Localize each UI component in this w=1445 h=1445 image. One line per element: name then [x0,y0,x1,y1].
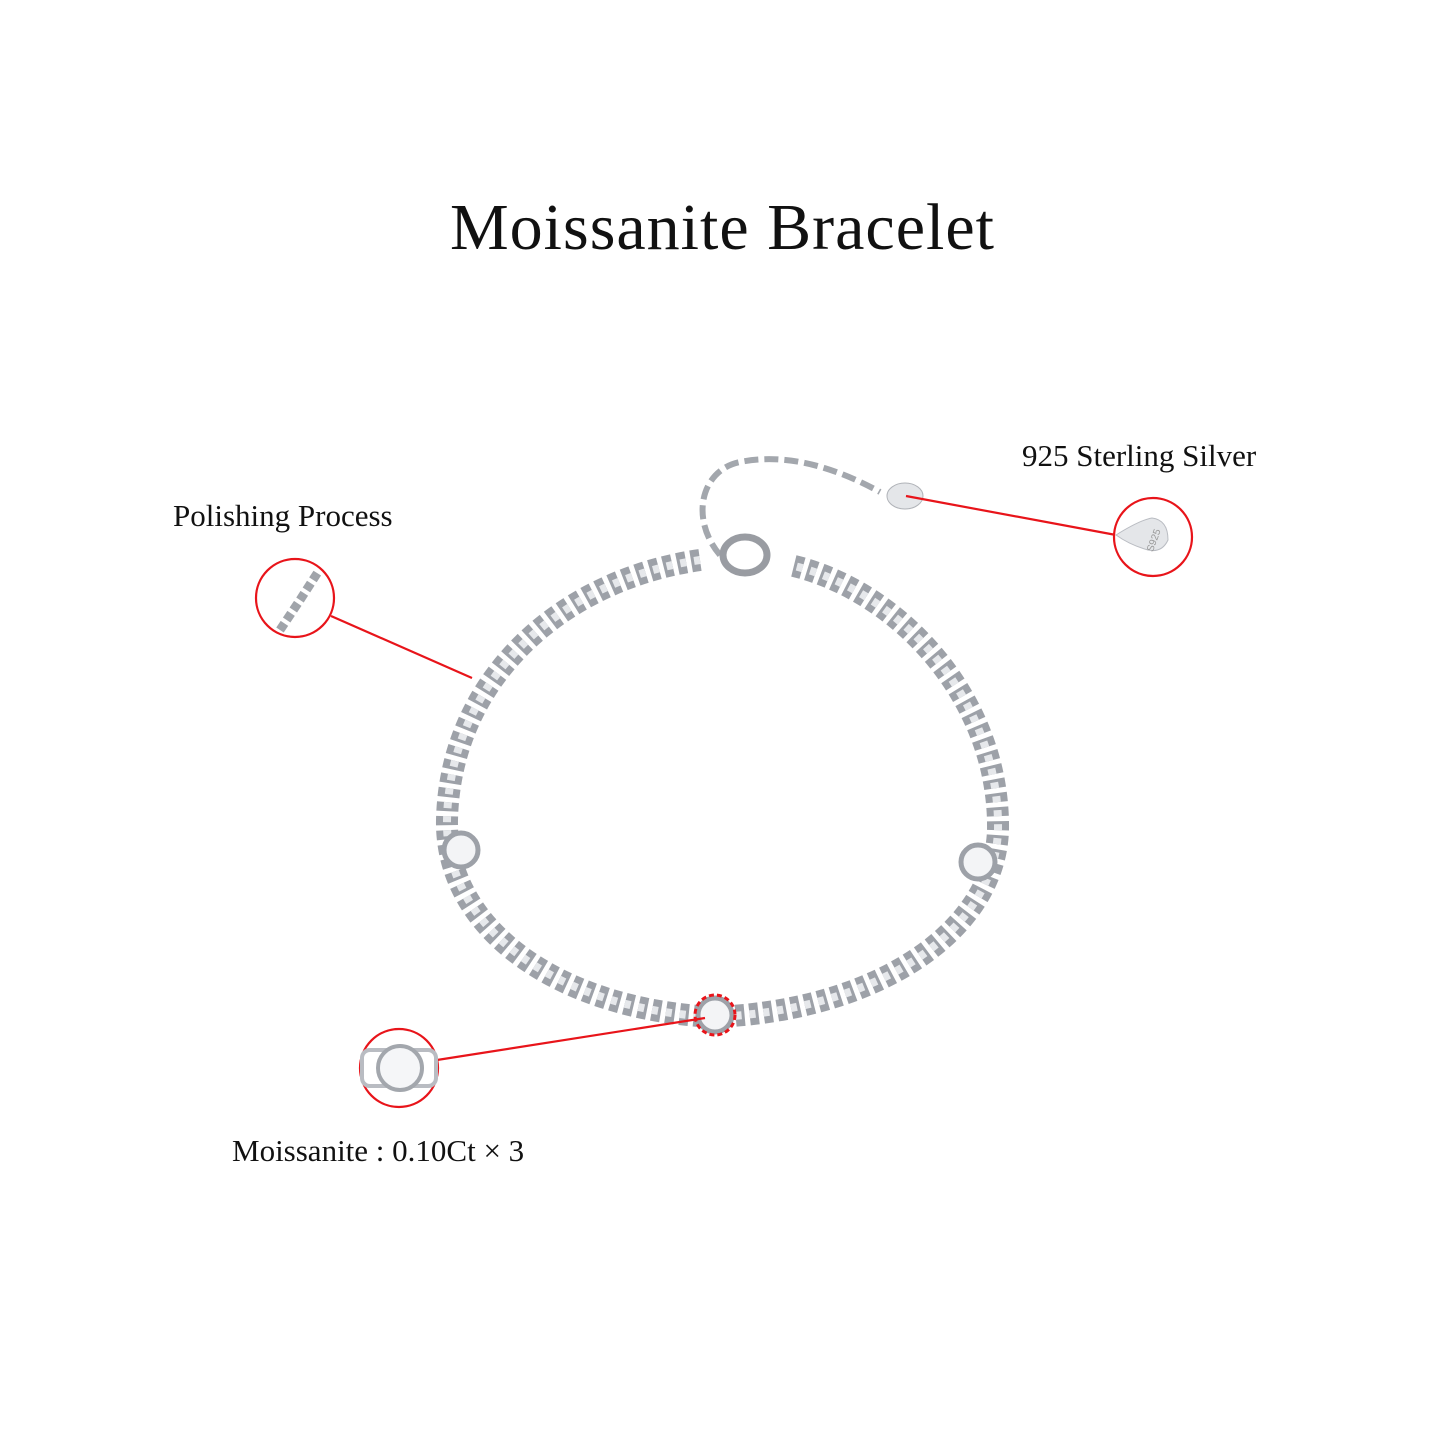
callout-lines [330,494,1117,1062]
stone-right [958,842,998,882]
stones [441,830,998,1035]
extension-chain [699,456,882,557]
stone-center [695,995,735,1035]
polishing-zoom-circle [254,557,336,639]
stone-highlight-ring [693,993,737,1037]
lobster-clasp [719,533,771,577]
stone-left [441,830,481,870]
silver-zoom-circle: S925 [1112,496,1194,578]
silver-tag [886,482,924,510]
bracelet-chain [435,549,1010,1029]
polishing-label: Polishing Process [173,498,393,533]
silver-label: 925 Sterling Silver [1022,438,1257,473]
page-title: Moissanite Bracelet [449,191,995,264]
moissanite-label: Moissanite : 0.10Ct × 3 [232,1133,525,1168]
stone-zoom-circle [358,1027,440,1109]
